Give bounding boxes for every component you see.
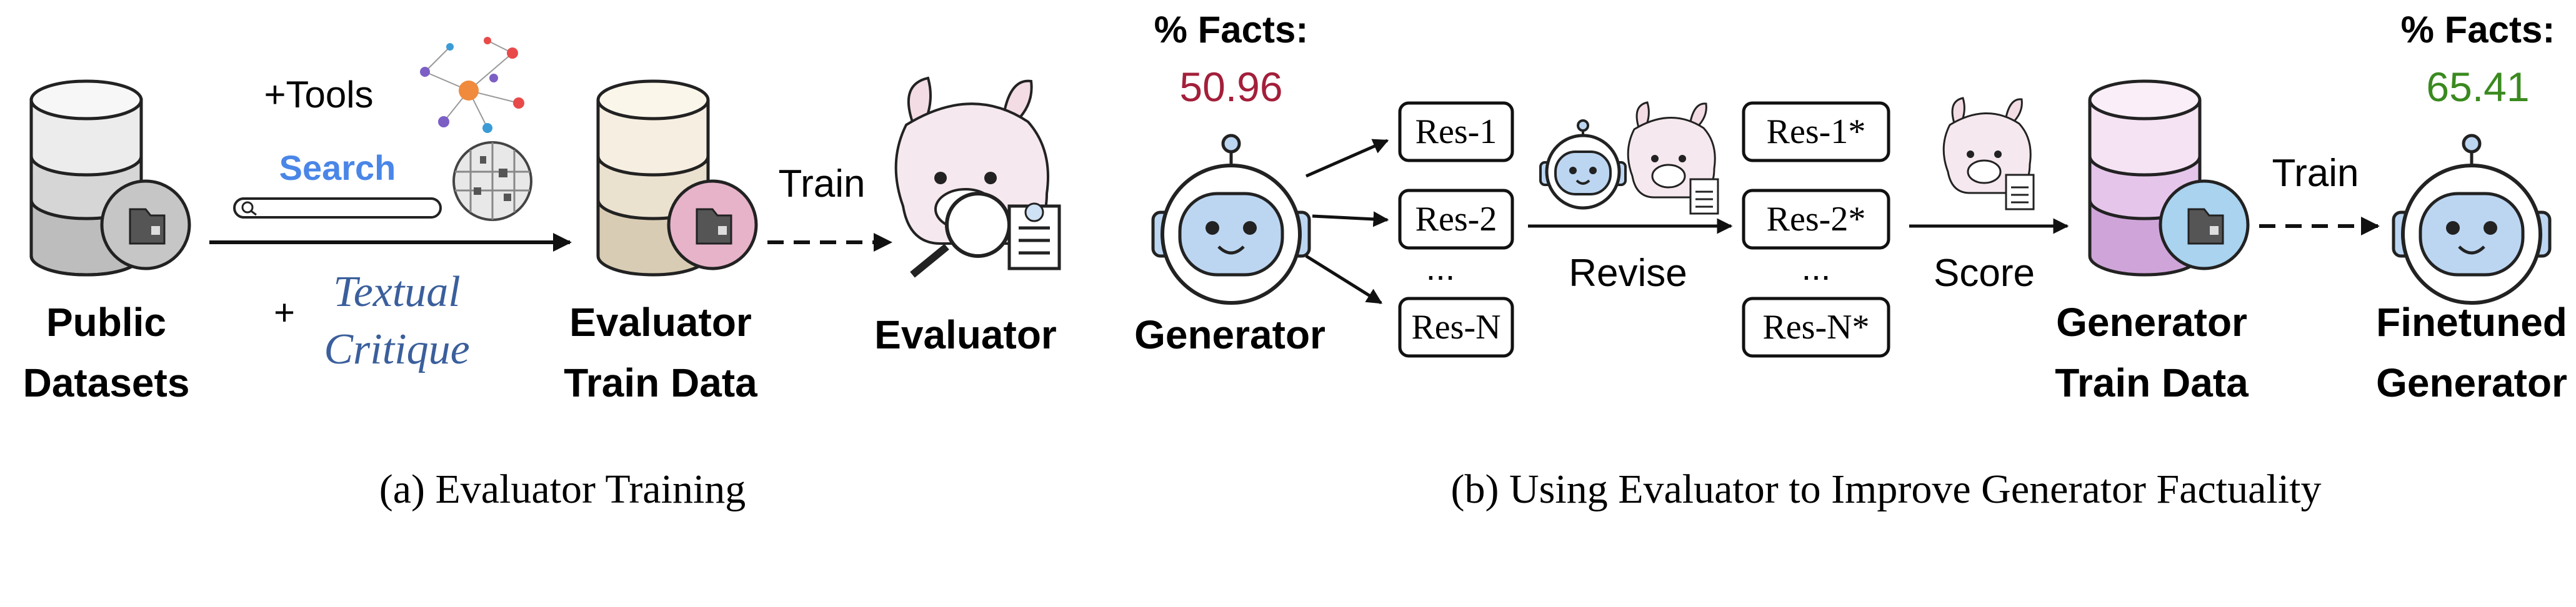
revised-box-2: Res-2* [1742,189,1890,250]
arrow-generator-resn [1305,254,1383,305]
generator-train-data-database-icon [2088,79,2250,277]
critique-label-line1: Textual [333,268,461,316]
train-label-a: Train [779,162,866,205]
facts-before-label: % Facts: [1154,9,1309,51]
revised-box-1: Res-1* [1742,101,1890,162]
arrow-generator-res1 [1305,139,1389,178]
finetuned-generator-label-line2: Generator [2376,360,2567,405]
caption-b: (b) Using Evaluator to Improve Generator… [1451,466,2322,512]
generator-train-data-label-line2: Train Data [2055,360,2249,405]
evaluator-llama-icon [894,76,1061,278]
evaluator-label: Evaluator [874,312,1057,357]
arrow-generator-res2 [1312,211,1389,227]
search-bar-icon [233,197,442,219]
revise-label: Revise [1569,252,1687,295]
revised-label-1: Res-1* [1767,112,1866,151]
caption-a: (a) Evaluator Training [379,466,746,512]
panel-b: % Facts: 50.96 Generator Res-1 Res-2 [1134,9,2567,512]
critique-label-line2: Critique [324,325,469,373]
response-label-1: Res-1 [1415,112,1497,151]
tools-label: +Tools [264,74,373,116]
revised-ellipsis: ... [1802,248,1831,287]
small-robot-icon [1539,119,1627,210]
small-llama-icon-revise [1627,101,1719,215]
search-logo-text: Search [279,148,396,187]
response-box-2: Res-2 [1398,189,1514,250]
response-label-2: Res-2 [1415,200,1497,239]
facts-before-value: 50.96 [1179,64,1282,110]
response-box-n: Res-N [1398,297,1514,358]
finetuned-generator-label-line1: Finetuned [2376,300,2567,345]
plus-sign: + [274,292,295,333]
wikipedia-globe-icon [452,141,532,221]
evaluator-train-data-label-line1: Evaluator [569,300,752,345]
revised-label-n: Res-N* [1762,308,1869,347]
generator-label: Generator [1134,312,1325,357]
evaluator-train-data-database-icon [596,79,758,277]
train-label-b: Train [2272,152,2359,195]
generator-train-data-label-line1: Generator [2056,300,2247,345]
response-label-n: Res-N [1411,308,1500,347]
facts-after-value: 65.41 [2426,64,2529,110]
revised-box-n: Res-N* [1742,297,1890,358]
finetuned-generator-robot-icon [2392,134,2552,305]
knowledge-graph-icon [420,37,524,133]
evaluator-train-data-label-line2: Train Data [564,360,757,405]
score-label: Score [1934,252,2035,295]
magnifier-document-icon [910,192,1061,278]
small-llama-icon-score [1942,97,2035,210]
public-datasets-database-icon [29,79,191,277]
generator-robot-icon [1151,134,1311,305]
public-datasets-label-line1: Public [46,300,166,345]
revised-label-2: Res-2* [1767,200,1866,239]
facts-after-label: % Facts: [2401,9,2555,51]
public-datasets-label-line2: Datasets [23,360,190,405]
panel-a: Public Datasets +Tools Search [23,37,1061,512]
response-box-1: Res-1 [1398,101,1514,162]
response-ellipsis: ... [1426,248,1455,287]
